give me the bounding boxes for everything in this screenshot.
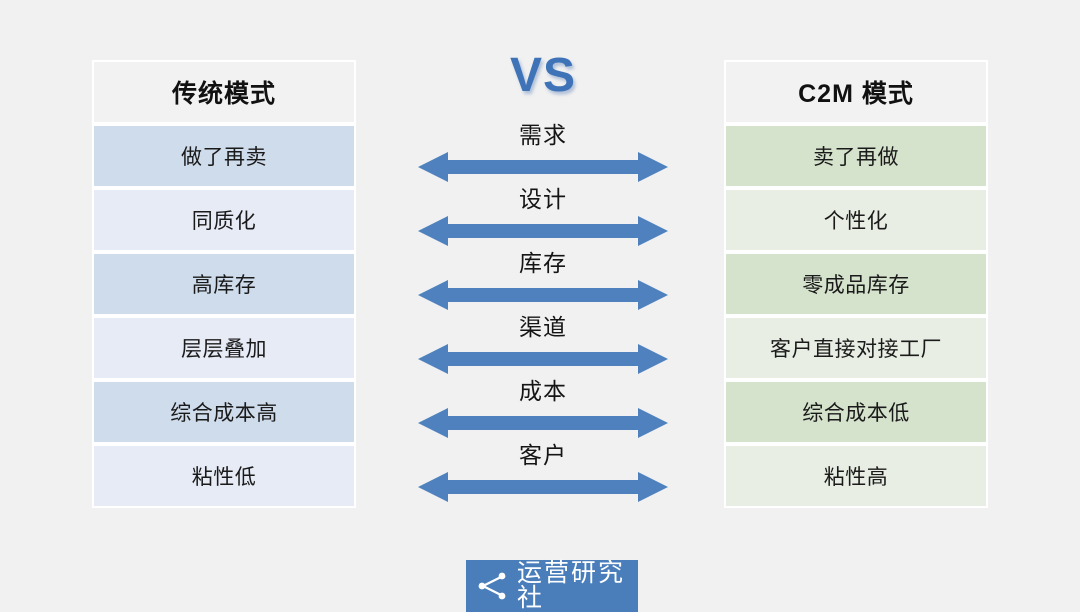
dimension-label: 库存 bbox=[519, 250, 567, 276]
dimension-label: 需求 bbox=[519, 122, 567, 148]
table-row: 同质化 bbox=[92, 188, 356, 252]
vs-label: VS bbox=[509, 49, 577, 102]
double-arrow-icon bbox=[418, 472, 668, 502]
dimension-label: 客户 bbox=[519, 442, 567, 468]
table-row: 层层叠加 bbox=[92, 316, 356, 380]
share-nodes-icon bbox=[478, 572, 506, 600]
dimension-label: 成本 bbox=[519, 378, 567, 404]
dimension-row: 客户 bbox=[408, 440, 678, 504]
traditional-model-header: 传统模式 bbox=[92, 60, 356, 124]
table-row: 综合成本高 bbox=[92, 380, 356, 444]
c2m-model-table: C2M 模式 卖了再做 个性化 零成品库存 客户直接对接工厂 综合成本低 粘性高 bbox=[724, 60, 988, 508]
dimension-label: 设计 bbox=[519, 186, 567, 212]
c2m-model-header: C2M 模式 bbox=[724, 60, 988, 124]
table-row: 粘性高 bbox=[724, 444, 988, 508]
dimension-row: 渠道 bbox=[408, 312, 678, 376]
table-row: 客户直接对接工厂 bbox=[724, 316, 988, 380]
double-arrow-icon bbox=[418, 408, 668, 438]
table-row: 高库存 bbox=[92, 252, 356, 316]
dimension-row: 成本 bbox=[408, 376, 678, 440]
table-row: 做了再卖 bbox=[92, 124, 356, 188]
dimension-row: 库存 bbox=[408, 248, 678, 312]
double-arrow-icon bbox=[418, 344, 668, 374]
table-row: 零成品库存 bbox=[724, 252, 988, 316]
dimension-row: 设计 bbox=[408, 184, 678, 248]
table-row: 个性化 bbox=[724, 188, 988, 252]
double-arrow-icon bbox=[418, 216, 668, 246]
table-row: 卖了再做 bbox=[724, 124, 988, 188]
dimension-arrow-group: 需求 设计 库存 渠道 bbox=[408, 120, 678, 504]
dimension-row: 需求 bbox=[408, 120, 678, 184]
logo-text: 运营研究社 bbox=[517, 559, 626, 612]
traditional-model-table: 传统模式 做了再卖 同质化 高库存 层层叠加 综合成本高 粘性低 bbox=[92, 60, 356, 508]
dimension-label: 渠道 bbox=[519, 314, 567, 340]
table-row: 粘性低 bbox=[92, 444, 356, 508]
table-row: 综合成本低 bbox=[724, 380, 988, 444]
double-arrow-icon bbox=[418, 152, 668, 182]
double-arrow-icon bbox=[418, 280, 668, 310]
center-comparison-column: VS 需求 设计 库存 渠道 bbox=[408, 52, 678, 504]
watermark-logo: 运营研究社 bbox=[466, 560, 638, 612]
